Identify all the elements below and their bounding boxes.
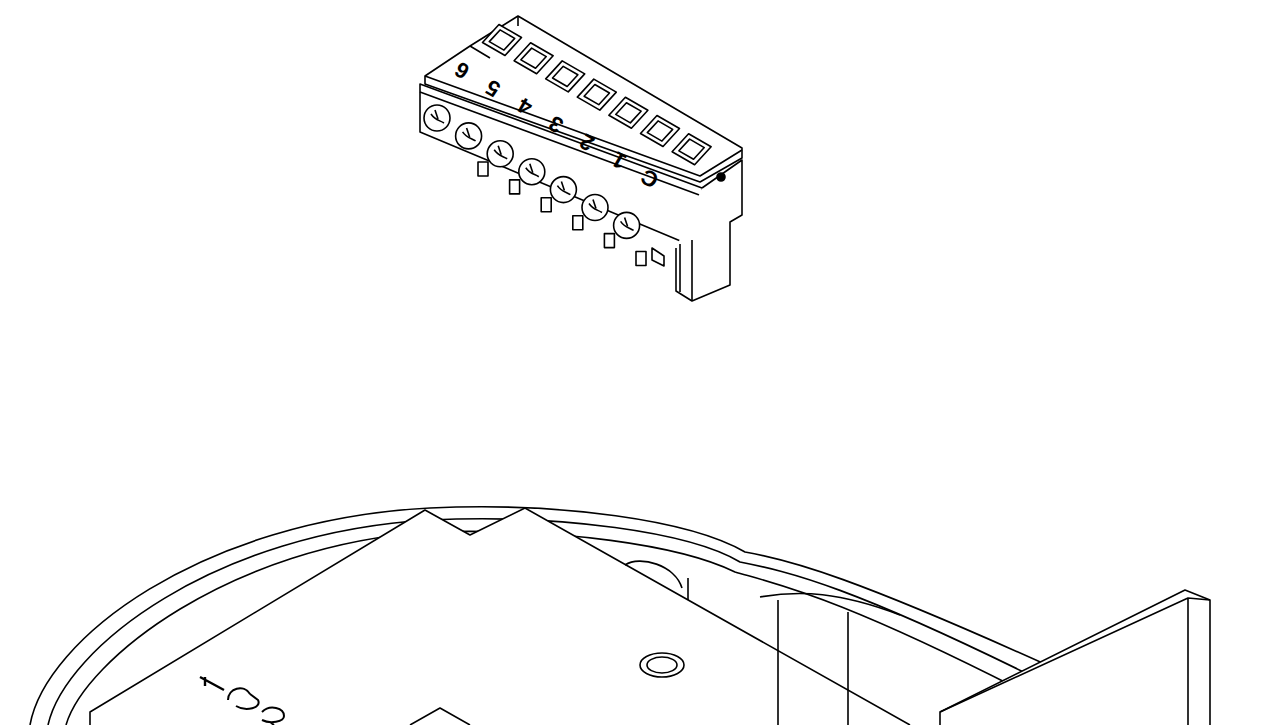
- pin: [573, 216, 583, 230]
- pin: [604, 234, 614, 248]
- screw-slot: [561, 182, 564, 191]
- screw-terminals: [424, 105, 640, 238]
- wire-slot-inner: [489, 30, 514, 50]
- wire-slot-inner: [616, 103, 641, 123]
- wire-slot: [577, 79, 616, 110]
- wire-slot-inner: [584, 85, 609, 105]
- screw: [456, 123, 482, 149]
- pin: [510, 180, 520, 194]
- screw: [614, 212, 640, 238]
- screw-slot: [435, 110, 438, 119]
- screw-slot: [467, 128, 470, 137]
- wire-slot-inner: [521, 48, 546, 68]
- screw-slot: [530, 164, 533, 173]
- wire-slot: [672, 134, 711, 165]
- pin: [541, 198, 551, 212]
- housing: [30, 507, 1210, 725]
- wire-slots: [482, 25, 711, 165]
- wire-slot: [514, 43, 553, 74]
- wire-slot: [482, 25, 521, 56]
- screw: [582, 195, 608, 221]
- pin: [478, 162, 488, 176]
- wire-slot: [640, 116, 679, 147]
- wire-slot-inner: [647, 121, 672, 141]
- wire-slot-inner: [679, 139, 704, 159]
- screw: [519, 159, 545, 185]
- screw-slot: [498, 146, 501, 155]
- terminal-block: [420, 16, 742, 301]
- screw-slot: [625, 217, 628, 226]
- wire-slot: [546, 61, 585, 92]
- screw: [550, 177, 576, 203]
- screw-slot: [593, 200, 596, 209]
- screw: [424, 105, 450, 131]
- wire-slot-inner: [553, 66, 578, 86]
- pin: [636, 252, 646, 266]
- solder-pins: [478, 162, 646, 266]
- screw: [487, 141, 513, 167]
- wire-slot: [609, 97, 648, 128]
